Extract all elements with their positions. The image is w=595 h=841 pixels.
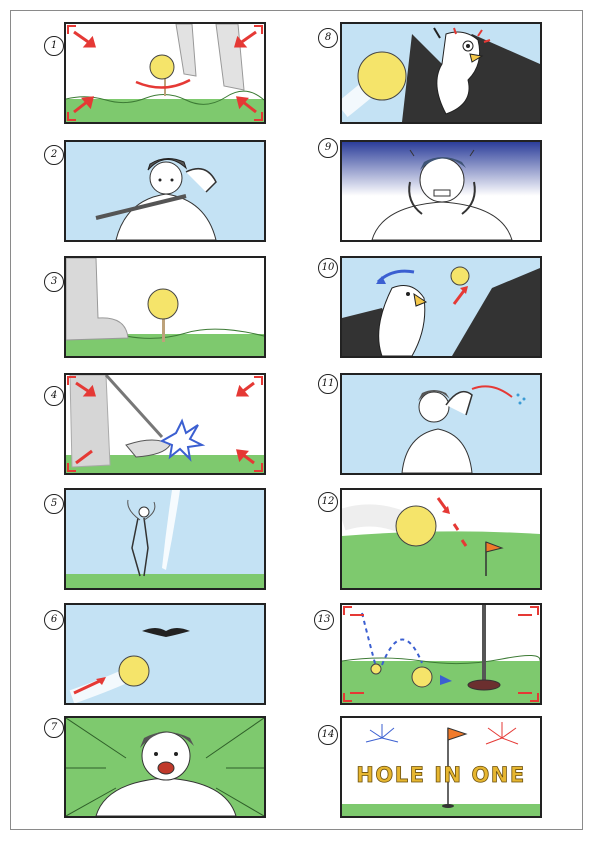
panel-6-art xyxy=(66,605,264,703)
storyboard-panel-9 xyxy=(340,140,542,242)
panel-number-4: 4 xyxy=(44,386,64,406)
storyboard-panel-8 xyxy=(340,22,542,124)
panel-1-art xyxy=(66,24,264,122)
panel-number-3: 3 xyxy=(44,272,64,292)
storyboard-panel-5 xyxy=(64,488,266,590)
panel-number-1: 1 xyxy=(44,36,64,56)
panel-3-art xyxy=(66,258,264,356)
panel-number-6: 6 xyxy=(44,610,64,630)
panel-number-8: 8 xyxy=(318,28,338,48)
panel-number-14: 14 xyxy=(318,725,338,745)
panel-5-art xyxy=(66,490,264,588)
storyboard-panel-10 xyxy=(340,256,542,358)
panel-7-art xyxy=(66,718,264,816)
panel-number-7: 7 xyxy=(44,718,64,738)
panel-11-art xyxy=(342,375,540,473)
panel-number-10: 10 xyxy=(318,258,338,278)
panel-number-2: 2 xyxy=(44,145,64,165)
panel-8-art xyxy=(342,24,540,122)
panel-12-art xyxy=(342,490,540,588)
storyboard-panel-11 xyxy=(340,373,542,475)
panel-number-11: 11 xyxy=(318,374,338,394)
panel-10-art xyxy=(342,258,540,356)
panel-9-art xyxy=(342,142,540,240)
panel-14-art: HOLE IN ONE xyxy=(342,718,540,816)
panel-2-art xyxy=(66,142,264,240)
storyboard-panel-14: HOLE IN ONE xyxy=(340,716,542,818)
storyboard-panel-7 xyxy=(64,716,266,818)
panel-13-art xyxy=(342,605,540,703)
panel-number-13: 13 xyxy=(314,610,334,630)
storyboard-panel-2 xyxy=(64,140,266,242)
panel-number-5: 5 xyxy=(44,494,64,514)
panel-4-art xyxy=(66,375,264,473)
storyboard-panel-6 xyxy=(64,603,266,705)
panel-number-12: 12 xyxy=(318,492,338,512)
storyboard-panel-12 xyxy=(340,488,542,590)
storyboard-panel-4 xyxy=(64,373,266,475)
panel-number-9: 9 xyxy=(318,138,338,158)
page-border xyxy=(10,10,583,830)
storyboard-panel-13 xyxy=(340,603,542,705)
storyboard-panel-3 xyxy=(64,256,266,358)
hole-in-one-title: HOLE IN ONE xyxy=(356,763,525,787)
storyboard-panel-1 xyxy=(64,22,266,124)
